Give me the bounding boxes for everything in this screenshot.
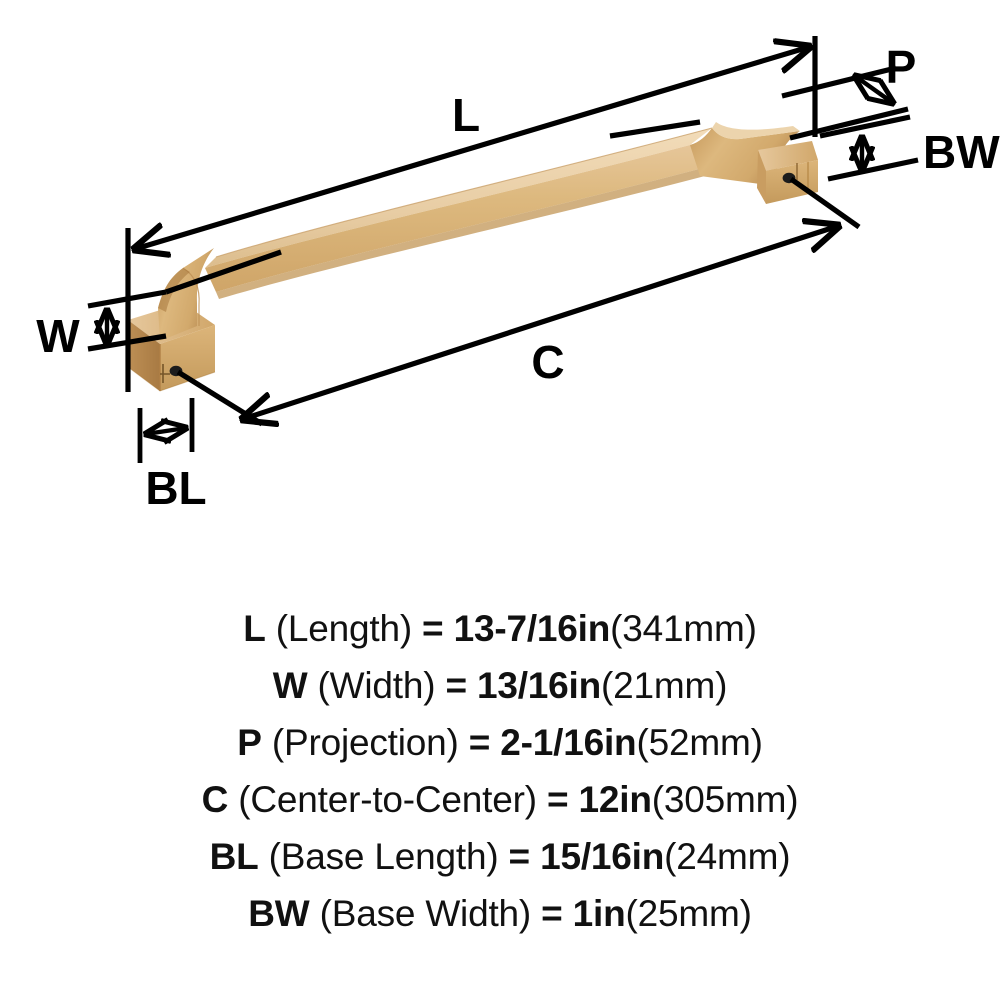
spec-code-w: W [272, 665, 308, 706]
width-extension-lower [87, 333, 167, 352]
grip-bar-top-bevel [205, 128, 712, 268]
spec-name-projection: (Projection) [271, 722, 459, 763]
center-to-center-dimension-label: C [531, 336, 564, 388]
width-extension-upper [87, 289, 167, 309]
product-illustration [127, 122, 818, 392]
spec-line-base-length: BL (Base Length) = 15/16in(24mm) [0, 828, 1000, 885]
base-width-extension-lower [827, 157, 919, 182]
spec-metric-bw: (25mm) [625, 893, 752, 934]
spec-imperial-c: 12in [578, 779, 652, 820]
spec-line-base-width: BW (Base Width) = 1in(25mm) [0, 885, 1000, 942]
spec-line-center-to-center: C (Center-to-Center) = 12in(305mm) [0, 771, 1000, 828]
spec-code-bw: BW [248, 893, 310, 934]
base-length-dimension-label: BL [145, 462, 206, 514]
spec-metric-w: (21mm) [601, 665, 728, 706]
spec-imperial-bw: 1in [572, 893, 626, 934]
spec-equals-bw: = [541, 893, 563, 934]
spec-code-bl: BL [209, 836, 259, 877]
spec-name-base-width: (Base Width) [319, 893, 532, 934]
spec-equals-c: = [546, 779, 569, 820]
left-post-body [158, 248, 214, 341]
spec-metric-c: (305mm) [651, 779, 799, 820]
product-diagram: L W P C BL BW [36, 36, 1000, 514]
spec-code-l: L [243, 608, 266, 649]
spec-equals-l: = [422, 608, 444, 649]
spec-imperial-l: 13-7/16in [453, 608, 611, 649]
base-width-extension-upper [819, 114, 911, 139]
spec-code-p: P [237, 722, 262, 763]
spec-metric-p: (52mm) [636, 722, 763, 763]
length-dimension-label: L [452, 89, 480, 141]
spec-imperial-bl: 15/16in [540, 836, 665, 877]
spec-line-width: W (Width) = 13/16in(21mm) [0, 657, 1000, 714]
dimension-letter-labels: L W P C BL BW [36, 41, 1000, 514]
grip-bar-face [205, 145, 703, 292]
base-width-dimension-label: BW [923, 126, 1000, 178]
dimension-lines [87, 36, 919, 463]
specification-legend: L (Length) = 13-7/16in(341mm) W (Width) … [0, 600, 1000, 990]
left-base-front [128, 320, 160, 391]
spec-metric-bl: (24mm) [664, 836, 791, 877]
spec-name-center: (Center-to-Center) [238, 779, 537, 820]
spec-metric-l: (341mm) [610, 608, 757, 649]
projection-extension-lower [789, 106, 909, 141]
spec-line-length: L (Length) = 13-7/16in(341mm) [0, 600, 1000, 657]
grip-bar-lower-edge [216, 168, 705, 299]
spec-equals-w: = [445, 665, 467, 706]
spec-imperial-p: 2-1/16in [500, 722, 637, 763]
projection-dimension-label: P [886, 41, 917, 93]
center-leader-right [789, 176, 861, 230]
spec-name-length: (Length) [275, 608, 412, 649]
spec-code-c: C [201, 779, 229, 820]
width-dimension-label: W [36, 310, 80, 362]
spec-equals-p: = [468, 722, 491, 763]
spec-line-projection: P (Projection) = 2-1/16in(52mm) [0, 714, 1000, 771]
left-base-bottom-edge [127, 366, 216, 392]
length-dimension-line [135, 47, 809, 249]
length-leader-right [609, 119, 701, 139]
center-to-center-dimension-line [243, 226, 838, 419]
diagram-canvas: L W P C BL BW [36, 36, 1000, 514]
spec-name-base-length: (Base Length) [268, 836, 499, 877]
base-length-dimension-arrow [146, 428, 186, 434]
spec-imperial-w: 13/16in [476, 665, 602, 706]
spec-name-width: (Width) [317, 665, 436, 706]
left-hole-marks [160, 364, 170, 383]
projection-dimension-arrow [855, 76, 893, 103]
spec-equals-bl: = [508, 836, 531, 877]
